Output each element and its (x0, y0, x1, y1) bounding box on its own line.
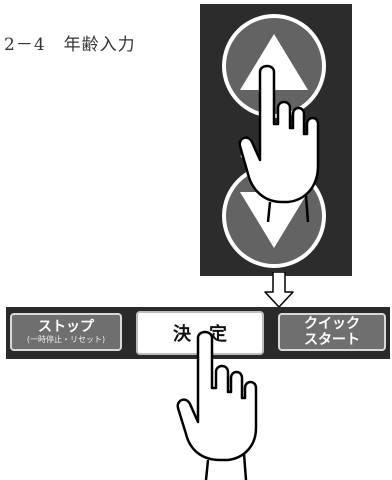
quick-start-label: クイック (304, 316, 360, 332)
quick-start-label-2: スタート (304, 332, 360, 348)
age-control-panel: 負 ン (200, 4, 352, 276)
down-arrow-icon (264, 272, 294, 308)
stop-button-label: ストップ (38, 319, 94, 335)
triangle-down-icon (240, 192, 308, 248)
stop-button[interactable]: ストップ (一時停止・リセット) (10, 313, 122, 351)
pointing-hand-icon (176, 330, 258, 480)
quick-start-button[interactable]: クイック スタート (278, 313, 386, 351)
section-title: 2－4 年齢入力 (4, 35, 136, 55)
stop-button-sublabel: (一時停止・リセット) (26, 335, 106, 344)
pointing-hand-icon (238, 64, 320, 222)
up-button[interactable] (222, 14, 326, 118)
triangle-up-icon (240, 34, 308, 90)
